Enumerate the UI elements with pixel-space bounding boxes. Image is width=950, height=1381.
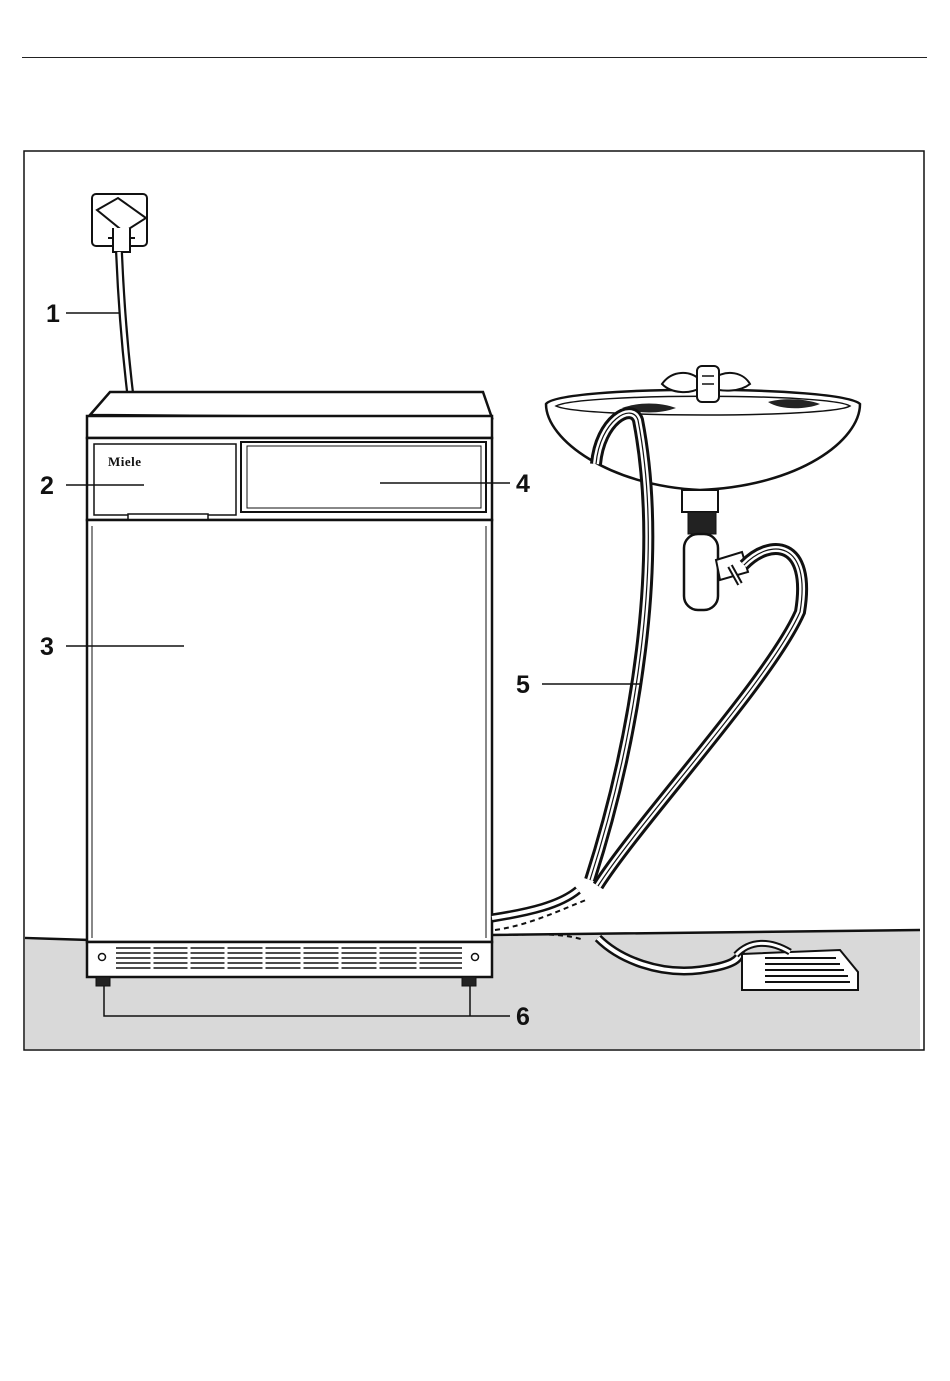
svg-text:2: 2 — [40, 472, 54, 500]
svg-text:5: 5 — [516, 671, 530, 699]
svg-text:6: 6 — [516, 1003, 530, 1031]
dryer-foot-left — [96, 977, 110, 986]
condenser-panel — [241, 442, 486, 512]
brand-logo: Miele — [108, 454, 142, 469]
svg-text:3: 3 — [40, 633, 54, 661]
dryer: Miele — [87, 392, 492, 986]
dryer-foot-right — [462, 977, 476, 986]
svg-text:4: 4 — [516, 470, 530, 498]
dryer-door — [87, 520, 492, 942]
wall-socket — [92, 194, 147, 252]
svg-text:1: 1 — [46, 300, 60, 328]
dryer-top — [90, 392, 492, 418]
